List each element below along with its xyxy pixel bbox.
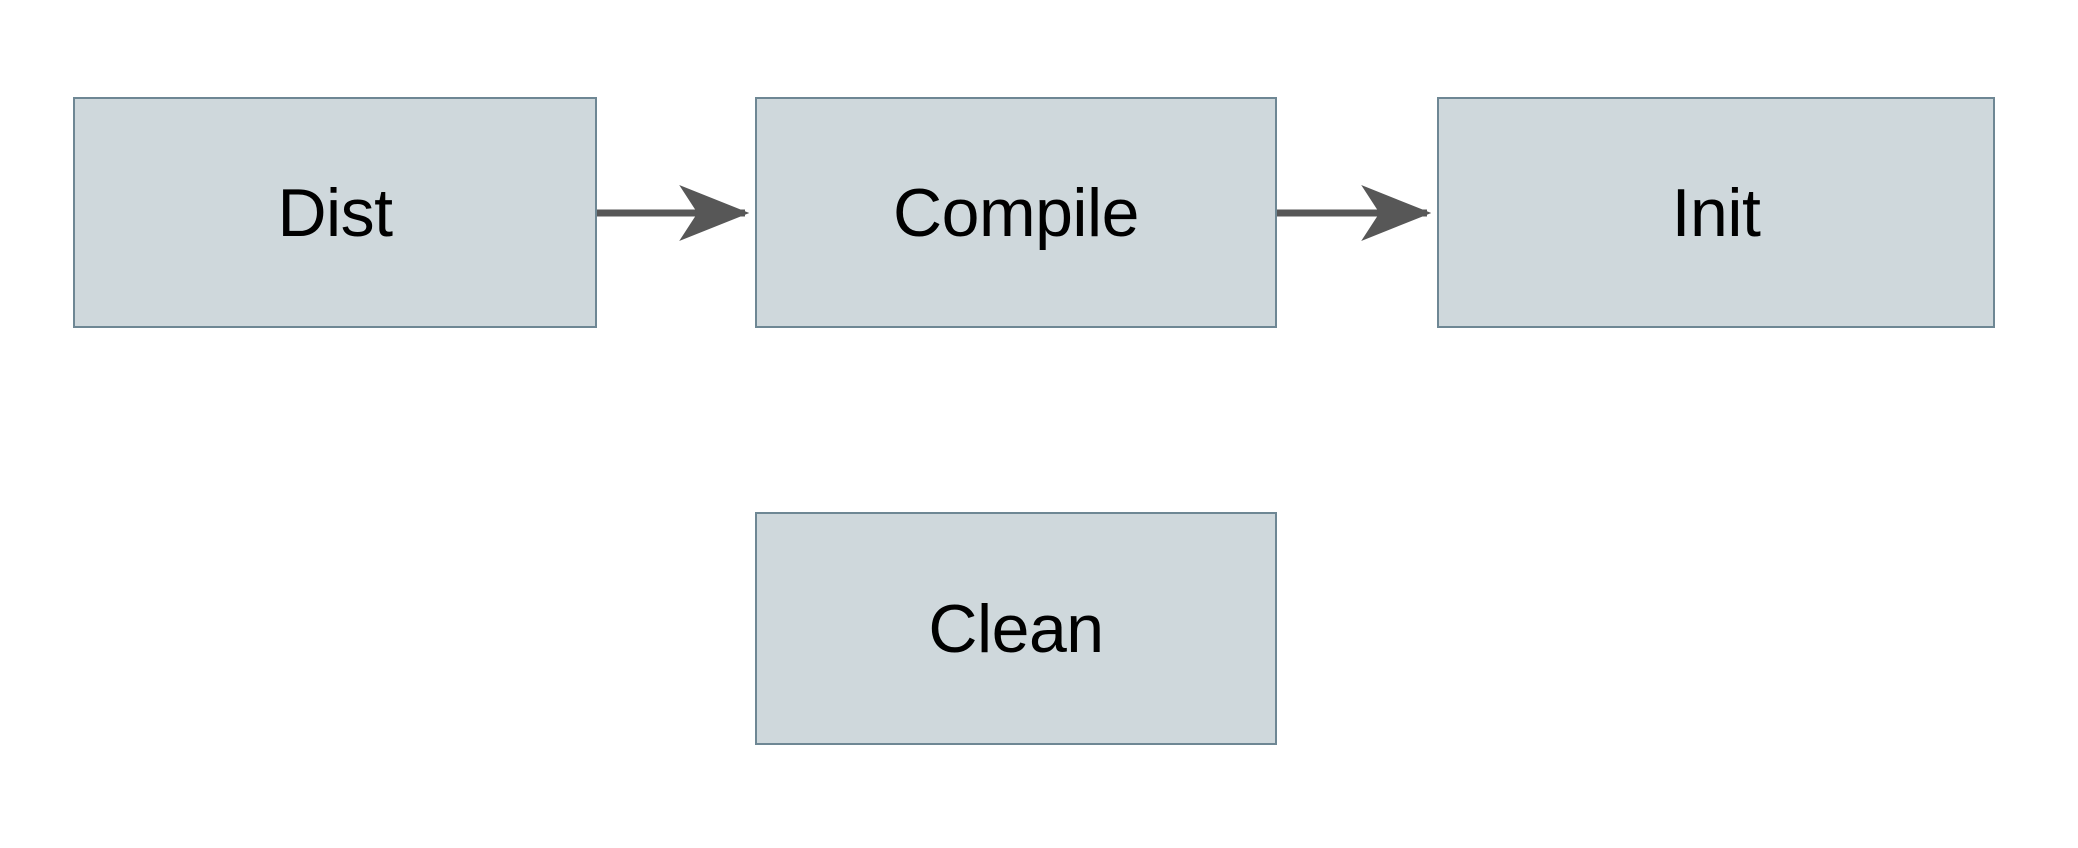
node-compile-label: Compile: [893, 174, 1139, 251]
node-init-label: Init: [1671, 174, 1761, 251]
node-compile[interactable]: Compile: [755, 97, 1277, 328]
node-dist[interactable]: Dist: [73, 97, 597, 328]
node-dist-label: Dist: [277, 174, 393, 251]
node-clean[interactable]: Clean: [755, 512, 1277, 745]
node-init[interactable]: Init: [1437, 97, 1995, 328]
node-clean-label: Clean: [928, 590, 1104, 667]
